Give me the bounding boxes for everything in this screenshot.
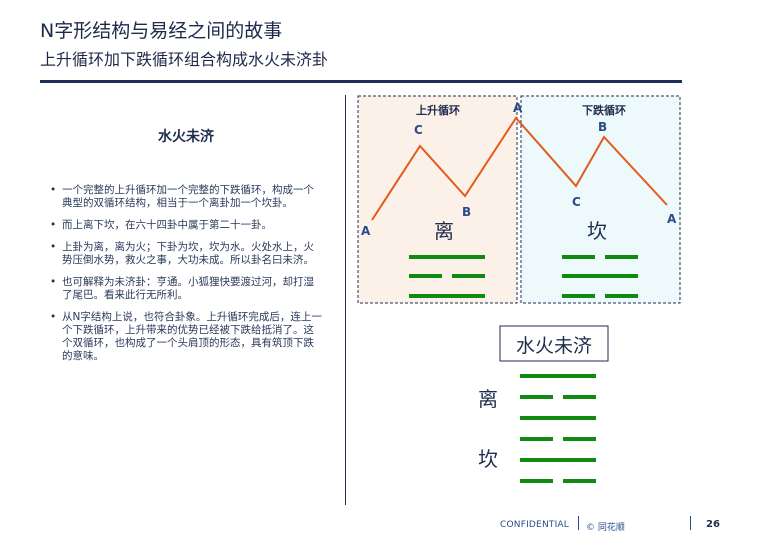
point-label-a-peak: A	[513, 101, 523, 115]
up-cycle-title: 上升循环	[416, 103, 460, 117]
bullet-icon: •	[50, 311, 57, 323]
up-cycle-box	[357, 95, 518, 304]
header-divider	[40, 80, 682, 83]
list-item: • 也可解释为未济卦：亨通。小狐狸快要渡过河，却打湿了尾巴。看来此行无所利。	[48, 276, 322, 302]
footer-separator	[578, 516, 579, 530]
bullet-text: 而上离下坎，在六十四卦中属于第二十一卦。	[62, 219, 272, 231]
point-label-a-start: A	[361, 224, 371, 238]
point-label-c-up: C	[414, 123, 423, 137]
hexagram-title-box	[499, 325, 609, 362]
hexagram-kan-label: 坎	[478, 447, 498, 471]
section-heading: 水火未济	[158, 129, 214, 145]
bullet-text: 上卦为离，离为火；下卦为坎，坎为水。火处水上，火势压倒水势，救火之事，大功未成。…	[62, 241, 314, 266]
vertical-divider	[345, 95, 346, 505]
li-trigram-icon	[409, 255, 485, 298]
footer-separator	[690, 516, 691, 530]
hexagram-title: 水火未济	[516, 335, 592, 357]
weiji-hexagram-icon	[520, 374, 596, 483]
bullet-icon: •	[50, 241, 57, 253]
point-label-b-up: B	[462, 205, 471, 219]
bullet-text: 也可解释为未济卦：亨通。小狐狸快要渡过河，却打湿了尾巴。看来此行无所利。	[62, 276, 314, 301]
bullet-text: 一个完整的上升循环加一个完整的下跌循环，构成一个典型的双循环结构，相当于一个离卦…	[62, 184, 314, 209]
list-item: • 上卦为离，离为火；下卦为坎，坎为水。火处水上，火势压倒水势，救火之事，大功未成…	[48, 241, 322, 267]
footer-brand: © 同花顺	[586, 523, 625, 533]
kan-trigram-label: 坎	[587, 219, 607, 243]
li-trigram-label: 离	[434, 219, 454, 243]
bullet-icon: •	[50, 276, 57, 288]
page-subtitle: 上升循环加下跌循环组合构成水火未济卦	[40, 50, 329, 69]
list-item: • 从N字结构上说，也符合卦象。上升循环完成后，连上一个下跌循环，上升带来的优势已…	[48, 311, 322, 363]
bullet-icon: •	[50, 219, 57, 231]
bullet-text: 从N字结构上说，也符合卦象。上升循环完成后，连上一个下跌循环，上升带来的优势已经…	[62, 311, 322, 362]
page-number: 26	[706, 519, 720, 530]
bullet-list: • 一个完整的上升循环加一个完整的下跌循环，构成一个典型的双循环结构，相当于一个离…	[48, 184, 322, 372]
point-label-c-down: C	[572, 195, 581, 209]
price-path-line	[371, 116, 668, 221]
down-cycle-box	[520, 95, 681, 304]
kan-trigram-icon	[562, 255, 638, 298]
hexagram-li-label: 离	[478, 387, 498, 411]
bullet-icon: •	[50, 184, 57, 196]
down-cycle-title: 下跌循环	[582, 103, 626, 117]
point-label-a-end: A	[667, 212, 677, 226]
page-title: N字形结构与易经之间的故事	[40, 20, 283, 42]
list-item: • 一个完整的上升循环加一个完整的下跌循环，构成一个典型的双循环结构，相当于一个离…	[48, 184, 322, 210]
list-item: • 而上离下坎，在六十四卦中属于第二十一卦。	[48, 219, 322, 232]
footer-confidential: CONFIDENTIAL	[500, 520, 570, 530]
point-label-b-down: B	[598, 120, 607, 134]
